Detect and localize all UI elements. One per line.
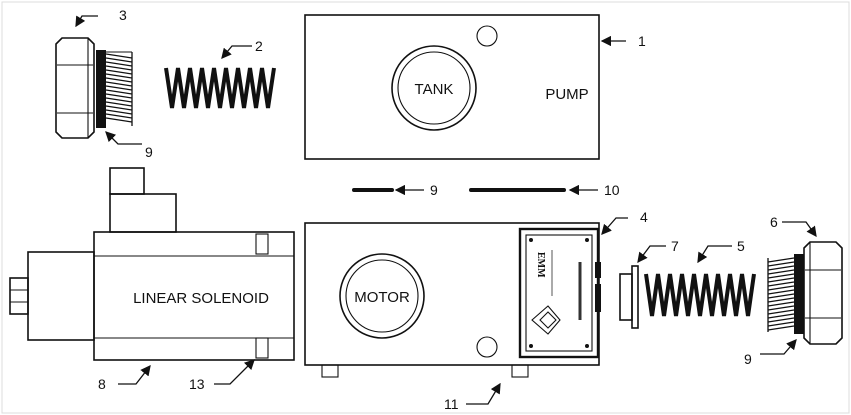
- linear-solenoid: LINEAR SOLENOID: [9, 167, 295, 361]
- callout-7: 7: [671, 238, 679, 254]
- callout-3: 3: [119, 7, 127, 23]
- motor-block: MOTOR: [304, 222, 600, 378]
- seat-washer: [619, 265, 639, 329]
- tank-port-outer: [391, 45, 477, 131]
- nameplate-brand: EMM: [535, 252, 546, 278]
- motor-port-outer: [339, 253, 425, 339]
- callout-1: 1: [638, 33, 646, 49]
- thread-lines-top: [105, 52, 133, 126]
- spring-right: [644, 273, 756, 317]
- callout-6: 6: [770, 214, 778, 230]
- linear-solenoid-label: LINEAR SOLENOID: [133, 290, 269, 307]
- callout-12: 11: [444, 396, 459, 412]
- motor-label: MOTOR: [354, 289, 410, 306]
- callout-4: 4: [640, 209, 648, 225]
- threaded-plug-right: [794, 254, 804, 334]
- callout-8: 8: [98, 376, 106, 392]
- end-cap-right: [803, 241, 843, 345]
- nameplate: EMM: [518, 227, 601, 359]
- threaded-plug-top: [96, 50, 132, 128]
- end-cap-top: [55, 37, 95, 139]
- tank-label: TANK: [415, 81, 454, 98]
- callout-9-right: 9: [744, 351, 752, 367]
- callout-2: 2: [255, 38, 263, 54]
- tank-port-inner: [397, 51, 471, 125]
- callout-9-top: 9: [145, 144, 153, 160]
- callout-11: 10: [604, 182, 620, 198]
- thread-lines-right: [767, 257, 795, 332]
- spring-top: [164, 67, 276, 109]
- callout-10: 9: [430, 182, 438, 198]
- callout-13: 13: [189, 376, 205, 392]
- pump-tank-block: TANK PUMP: [304, 14, 600, 160]
- motor-port-inner: [345, 259, 419, 333]
- pump-label: PUMP: [545, 86, 588, 103]
- callout-5: 5: [737, 238, 745, 254]
